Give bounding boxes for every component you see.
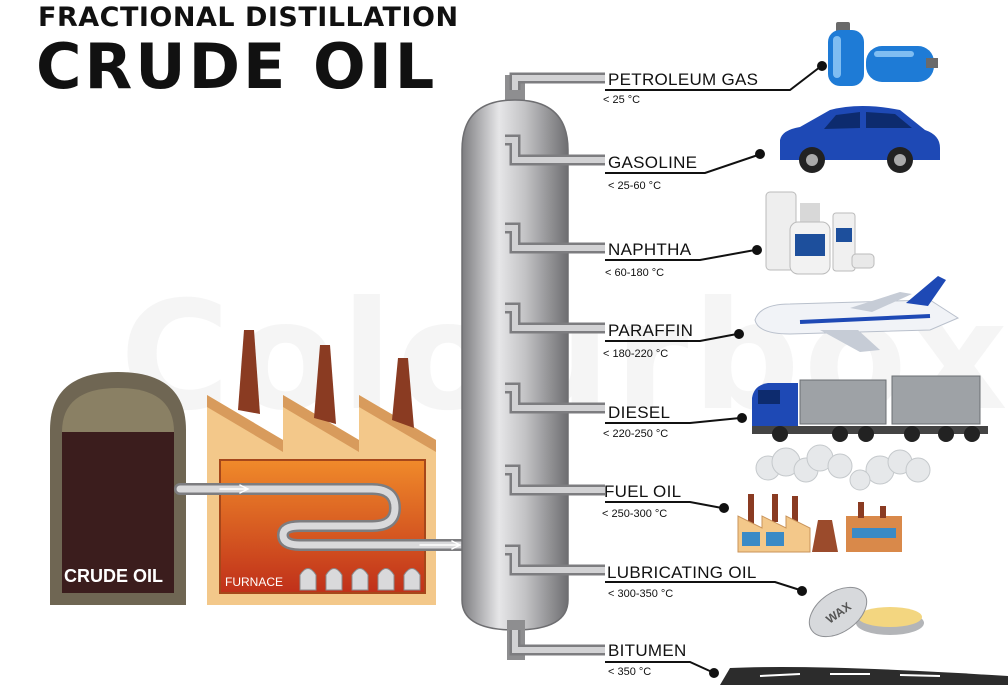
wax-tin-icon: WAX xyxy=(808,586,924,638)
fraction-temp-naphtha: < 60-180 °C xyxy=(605,267,665,279)
fraction-name-naphtha: NAPHTHA xyxy=(608,240,692,259)
fraction-name-fuel-oil: FUEL OIL xyxy=(604,482,682,501)
road-icon xyxy=(720,667,1008,685)
fraction-temp-petroleum-gas: < 25 °C xyxy=(603,94,641,106)
title-subtitle: FRACTIONAL DISTILLATION xyxy=(38,2,459,33)
fraction-name-petroleum-gas: PETROLEUM GAS xyxy=(608,70,759,89)
outlet-pipes xyxy=(505,72,605,656)
fraction-name-paraffin: PARAFFIN xyxy=(608,321,694,340)
car-icon xyxy=(780,106,940,173)
furnace-label: FURNACE xyxy=(225,575,284,589)
fraction-name-lubricating-oil: LUBRICATING OIL xyxy=(607,563,757,582)
factory-icon xyxy=(737,444,931,553)
truck-icon xyxy=(752,375,988,442)
feed-pipe xyxy=(174,483,474,551)
bottles-icon xyxy=(765,191,875,275)
chimney xyxy=(314,345,336,424)
fraction-name-bitumen: BITUMEN xyxy=(608,641,687,660)
burner-row xyxy=(299,568,421,591)
fraction-temp-lubricating-oil: < 300-350 °C xyxy=(608,588,674,600)
fraction-temp-bitumen: < 350 °C xyxy=(608,666,652,678)
furnace-building xyxy=(207,330,436,605)
title-main: CRUDE OIL xyxy=(36,30,438,103)
fraction-temp-fuel-oil: < 250-300 °C xyxy=(602,508,668,520)
crude-oil-label: CRUDE OIL xyxy=(64,566,163,586)
chimney xyxy=(392,358,414,428)
fraction-temp-gasoline: < 25-60 °C xyxy=(608,180,662,192)
fraction-name-diesel: DIESEL xyxy=(608,403,671,422)
gas-cylinder-icon xyxy=(828,22,938,86)
crude-oil-tank xyxy=(50,372,186,605)
fraction-name-gasoline: GASOLINE xyxy=(608,153,698,172)
fraction-temp-diesel: < 220-250 °C xyxy=(603,428,669,440)
leader-lines xyxy=(605,61,827,678)
airplane-icon xyxy=(754,276,960,352)
chimney xyxy=(238,330,260,414)
fraction-temp-paraffin: < 180-220 °C xyxy=(603,348,669,360)
